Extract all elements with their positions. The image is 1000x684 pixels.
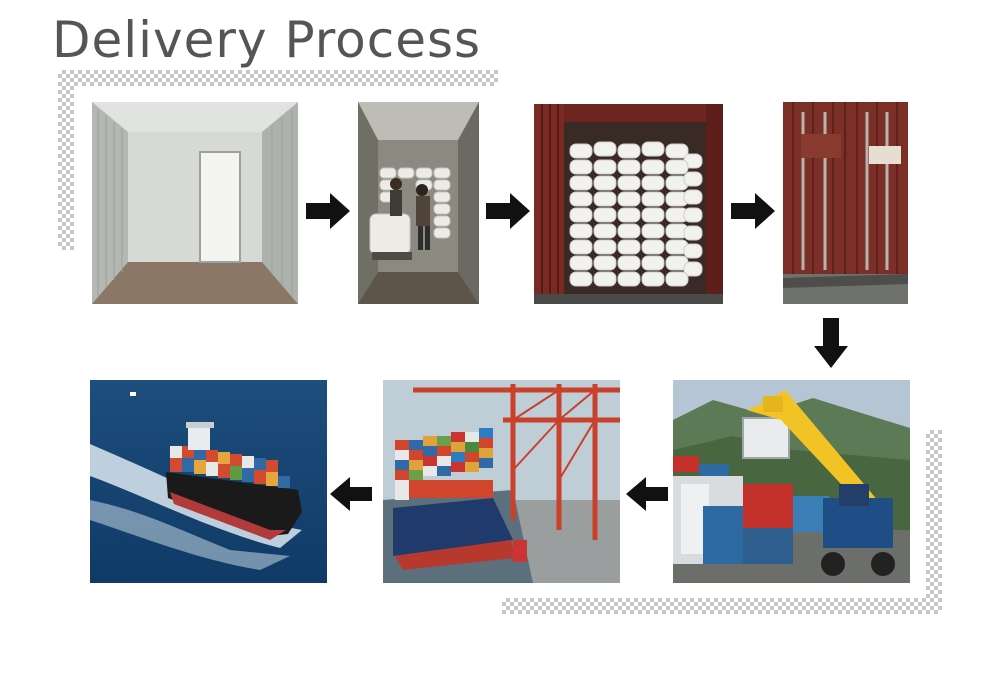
step-7-cargo-ship-at-sea-photo <box>90 380 327 583</box>
step-1-empty-container-photo <box>92 102 298 304</box>
step-3-loaded-container-photo <box>534 104 723 304</box>
decorative-checker-bottom <box>502 598 942 614</box>
step-4-sealed-container-photo <box>783 102 908 304</box>
step-2-workers-loading-bags-photo <box>358 102 479 304</box>
decorative-checker-left <box>58 70 74 250</box>
arrow-down-icon <box>814 318 848 372</box>
step-6-port-loading-ship-photo <box>383 380 620 583</box>
arrow-right-icon <box>486 193 530 233</box>
arrow-right-icon <box>306 193 350 233</box>
step-5-reach-stacker-crane-photo <box>673 380 910 583</box>
arrow-right-icon <box>731 193 775 233</box>
arrow-left-icon <box>626 477 668 515</box>
decorative-checker-top <box>58 70 498 86</box>
arrow-left-icon <box>330 477 372 515</box>
page-title: Delivery Process <box>52 11 482 69</box>
decorative-checker-right <box>926 430 942 614</box>
